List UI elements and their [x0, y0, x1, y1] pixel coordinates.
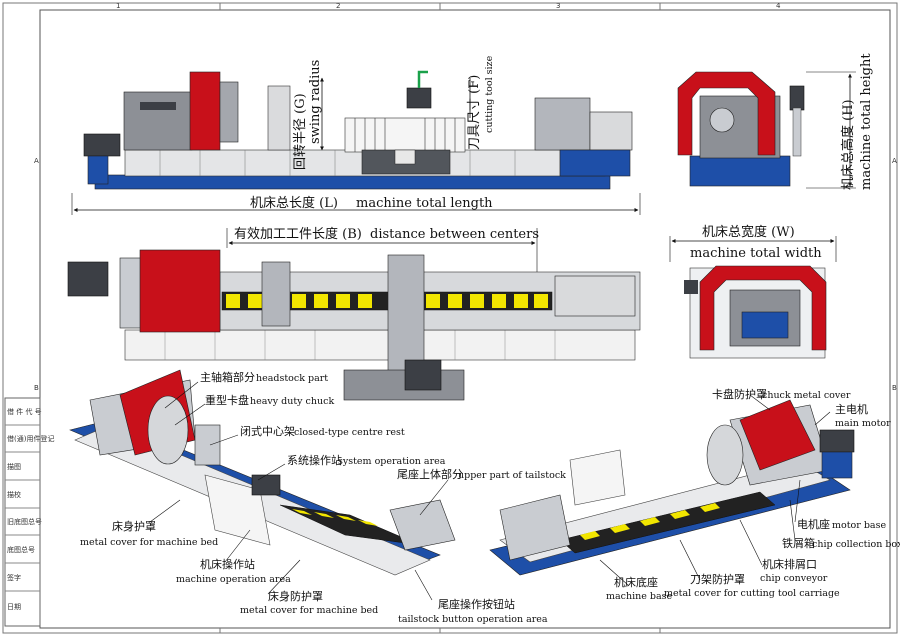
- top-view-right: [669, 236, 837, 359]
- isometric-view-left: [69, 369, 456, 576]
- callout-chuck-cn: 重型卡盘: [205, 393, 249, 407]
- total-width-cn: 机床总宽度 (W): [702, 224, 795, 240]
- callout-headstock-en: headstock part: [256, 373, 328, 384]
- col-mark-4: 4: [776, 2, 781, 10]
- cutting-tool-en: cutting tool size: [484, 55, 495, 133]
- total-height-en: machine total height: [859, 53, 874, 190]
- total-height-cn: 机床总高度 (H): [840, 99, 856, 190]
- callout-chip-conveyor-cn: 机床排屑口: [762, 557, 817, 571]
- distance-centers-en: distance between centers: [370, 227, 539, 242]
- callout-tailstock-btn-en: tailstock button operation area: [398, 614, 548, 625]
- callout-bed-cover1-cn: 床身护罩: [112, 519, 156, 533]
- callout-tool-carriage-cn: 刀架防护罩: [690, 572, 745, 586]
- side-view: [677, 71, 856, 189]
- revision-stamp-table: 借 件 代 号 借(通)用件登记 描图 描校 旧底图总号 底图总号 签字 日期: [4, 397, 54, 627]
- callout-chuck-cover-en: chuck metal cover: [762, 390, 851, 401]
- callout-motor-base-en: motor base: [832, 520, 886, 531]
- col-mark-3: 3: [556, 2, 560, 10]
- distance-centers-cn: 有效加工工件长度 (B): [234, 226, 362, 242]
- total-length-cn: 机床总长度 (L): [250, 195, 338, 211]
- callout-bed-cover1-en: metal cover for machine bed: [80, 537, 218, 548]
- callout-tool-carriage-en: metal cover for cutting tool carriage: [664, 588, 840, 599]
- col-mark-1: 1: [116, 2, 120, 10]
- callout-tailstock-upper-cn: 尾座上体部分: [397, 467, 463, 481]
- row-mark-b: B: [34, 384, 39, 392]
- callout-chuck-en: heavy duty chuck: [250, 396, 334, 407]
- callout-chuck-cover-cn: 卡盘防护罩: [712, 387, 767, 401]
- stamp-label: 签字: [7, 573, 21, 582]
- cutting-tool-cn: 刀具尺寸 (F): [467, 75, 482, 150]
- callout-centre-rest-en: closed-type centre rest: [294, 427, 405, 438]
- callout-bed-cover2-cn: 床身防护罩: [268, 589, 323, 603]
- swing-radius-cn: 回转半径 (G): [293, 93, 308, 170]
- row-mark-b-right: B: [892, 384, 897, 392]
- callout-machine-op-en: machine operation area: [176, 574, 291, 585]
- front-view: [71, 70, 641, 215]
- swing-radius-en: swing radius: [308, 60, 323, 144]
- plan-view: [67, 228, 641, 401]
- callout-tailstock-upper-en: upper part of tailstock: [458, 470, 566, 481]
- callout-centre-rest-cn: 闭式中心架: [240, 425, 295, 438]
- callout-system-op-en: system operation area: [338, 456, 446, 467]
- callout-machine-op-cn: 机床操作站: [200, 557, 255, 571]
- stamp-label: 借(通)用件登记: [7, 434, 54, 443]
- total-length-en: machine total length: [356, 196, 493, 211]
- callout-bed-cover2-en: metal cover for machine bed: [240, 605, 378, 616]
- callout-machine-base-cn: 机床底座: [614, 575, 658, 589]
- callout-leaders: [149, 381, 831, 601]
- callout-system-op-cn: 系统操作站: [287, 453, 342, 467]
- stamp-label: 描校: [7, 490, 21, 499]
- stamp-label: 日期: [7, 603, 21, 611]
- col-mark-2: 2: [336, 2, 340, 10]
- callout-chip-conveyor-en: chip conveyor: [760, 573, 828, 584]
- callout-headstock-cn: 主轴箱部分: [200, 370, 255, 384]
- stamp-label: 底图总号: [7, 545, 35, 554]
- callout-machine-base-en: machine base: [606, 591, 673, 602]
- stamp-label: 借 件 代 号: [7, 407, 42, 416]
- row-mark-a-right: A: [892, 157, 897, 165]
- callout-motor-base-cn: 电机座: [797, 517, 830, 531]
- isometric-view-right: [489, 399, 855, 576]
- stamp-label: 描图: [7, 462, 21, 471]
- callout-main-motor-cn: 主电机: [835, 402, 868, 416]
- callout-main-motor-en: main motor: [835, 418, 891, 429]
- callout-tailstock-btn-cn: 尾座操作按钮站: [438, 597, 515, 611]
- total-width-en: machine total width: [690, 246, 822, 261]
- stamp-label: 旧底图总号: [7, 517, 42, 526]
- row-mark-a: A: [34, 157, 39, 165]
- callout-chip-box-cn: 铁屑箱: [782, 536, 815, 550]
- callout-chip-box-en: chip collection box: [812, 539, 900, 550]
